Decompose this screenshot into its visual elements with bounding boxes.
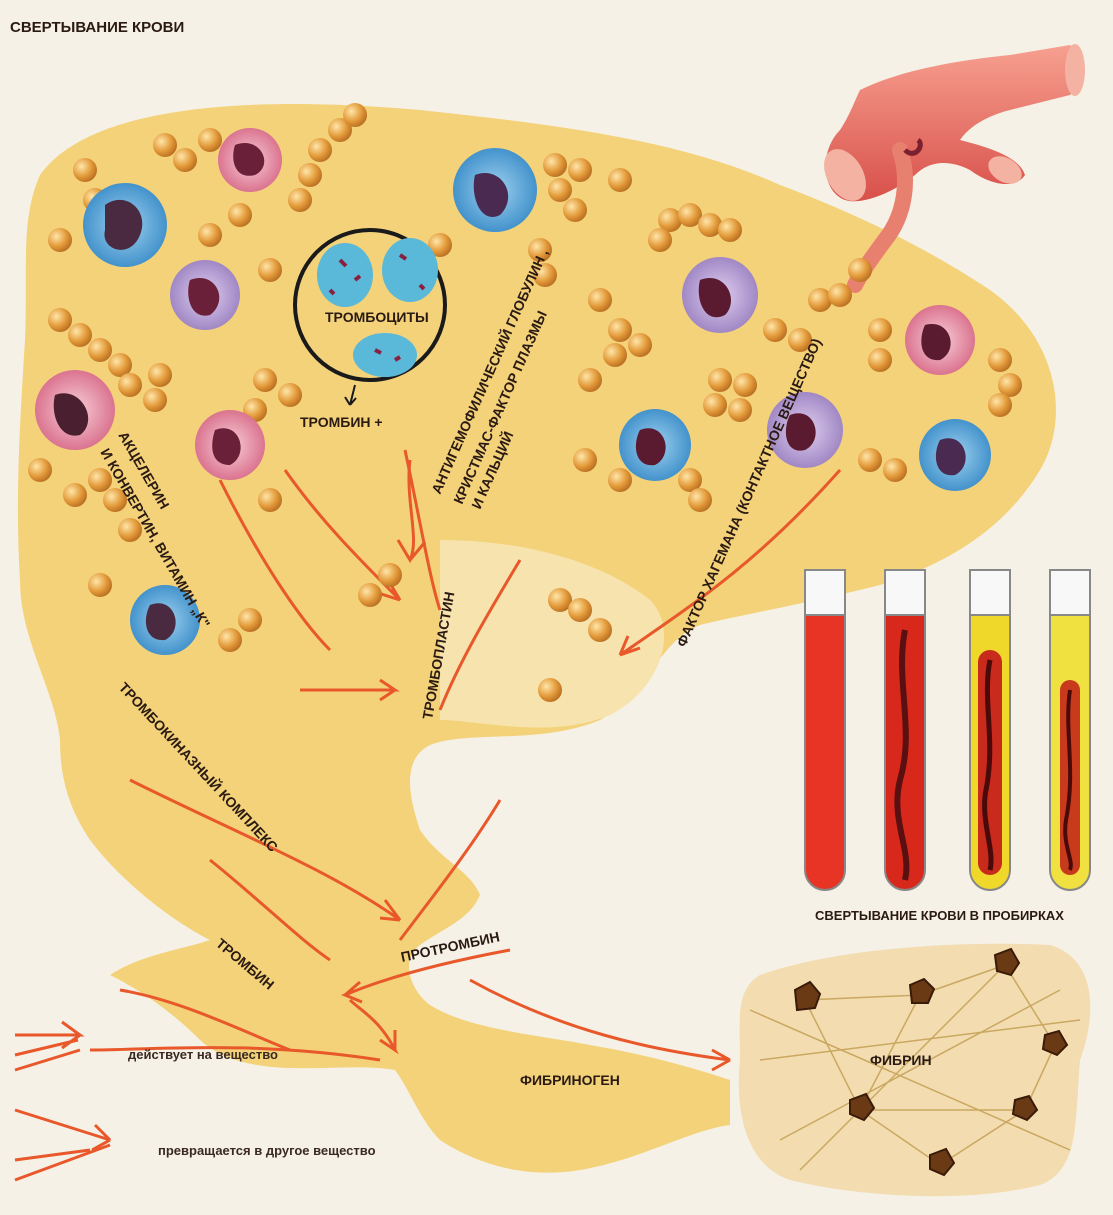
label-platelets: ТРОМБОЦИТЫ [325, 309, 429, 325]
flow-arrows [89, 449, 842, 1072]
label-fibrinogen: ФИБРИНОГЕН [520, 1072, 620, 1088]
test-tubes [804, 569, 1091, 891]
legend-arrow-acts-on [14, 1020, 85, 1072]
fibrin-network [738, 943, 1091, 1197]
legend-arrows [14, 1020, 112, 1182]
legend-arrow-converts [14, 1108, 112, 1182]
test-tube-4 [1049, 569, 1091, 891]
test-tube-2 [884, 569, 926, 891]
page-title: СВЕРТЫВАНИЕ КРОВИ [10, 19, 184, 36]
legend-text-acts-on: действует на вещество [128, 1047, 278, 1062]
label-thrombin-plus: ТРОМБИН + [300, 414, 383, 430]
white-blood-cells [35, 128, 991, 655]
red-blood-cells [28, 103, 1022, 702]
label-test-tubes: СВЕРТЫВАНИЕ КРОВИ В ПРОБИРКАХ [815, 908, 1064, 923]
test-tube-1 [804, 569, 846, 891]
platelets-circle [293, 228, 447, 406]
plasma-lower-pale [440, 540, 665, 728]
label-fibrin: ФИБРИН [870, 1052, 932, 1068]
legend-text-converts: превращается в другое вещество [158, 1143, 376, 1158]
test-tube-3 [969, 569, 1011, 891]
